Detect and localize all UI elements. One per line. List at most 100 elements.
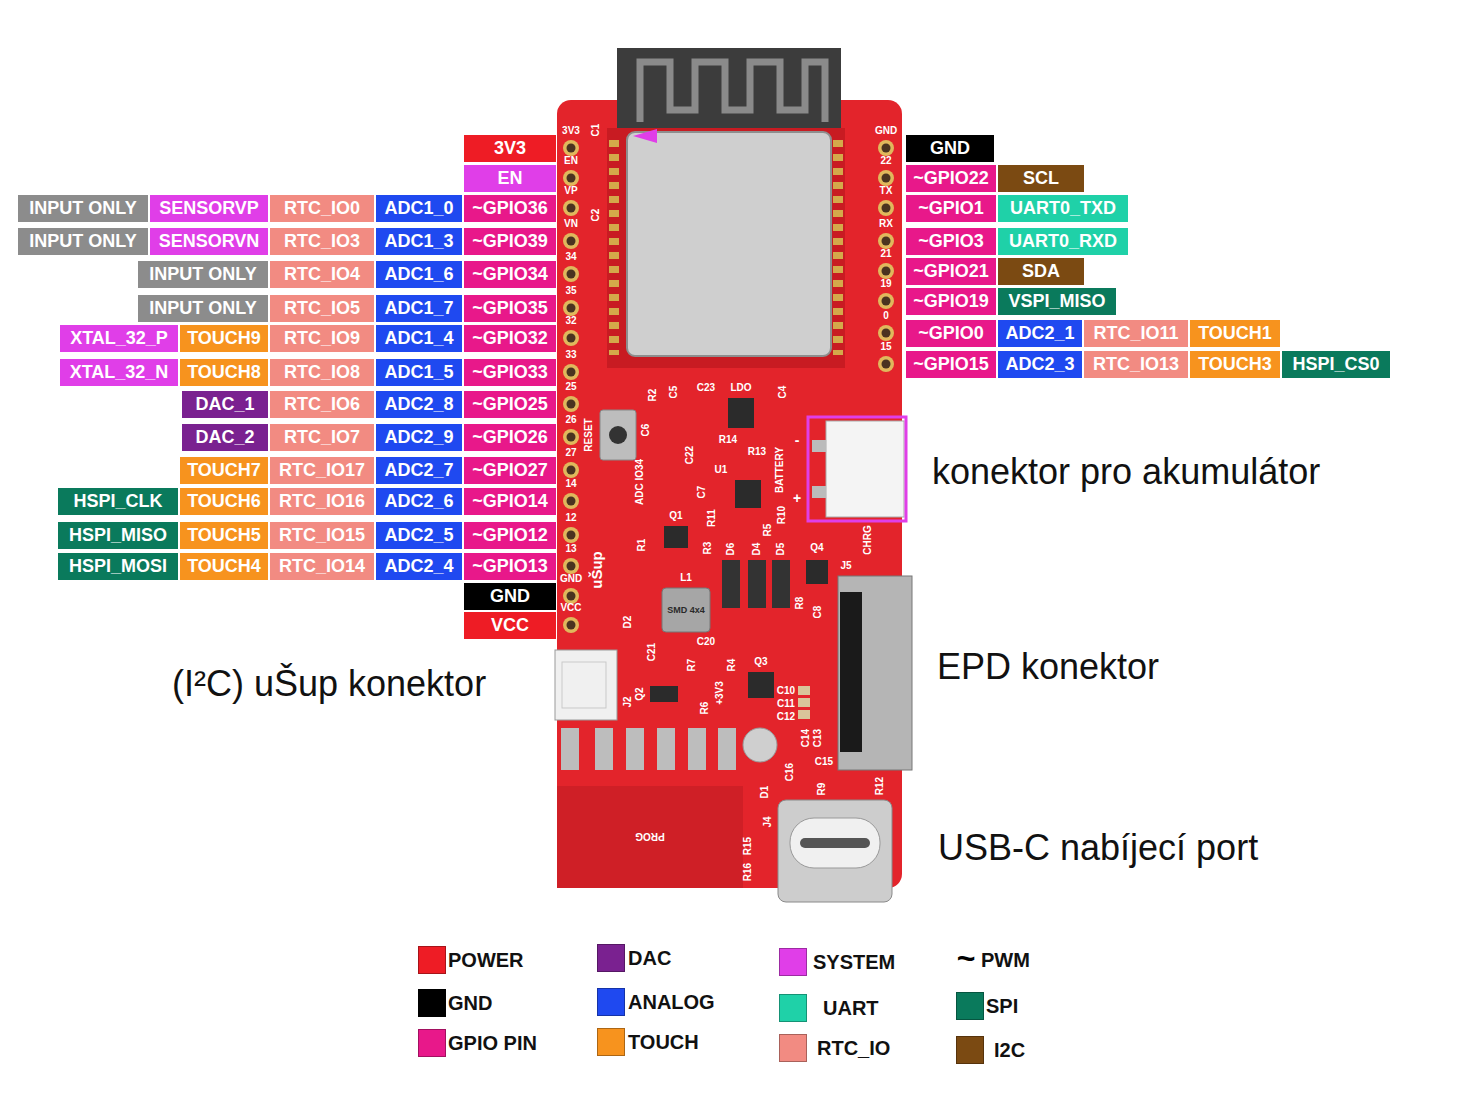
pin-function: VCC — [491, 616, 529, 634]
silkscreen-label: R7 — [687, 659, 697, 672]
pin-function: TOUCH3 — [1198, 355, 1272, 373]
pin-label: VSPI_MISO — [998, 288, 1116, 315]
silkscreen-label: J2 — [623, 696, 633, 707]
silkscreen-label: C7 — [697, 486, 707, 499]
silkscreen-label: C21 — [647, 643, 657, 661]
reset-button — [600, 410, 636, 460]
legend-text: I2C — [994, 1040, 1025, 1060]
pin-function: RTC_IO0 — [284, 199, 360, 217]
pin-label: VCC — [464, 612, 556, 639]
legend-swatch — [779, 948, 807, 976]
legend-entry: SPI — [956, 991, 1018, 1021]
legend-swatch — [597, 1028, 625, 1056]
pin-function: TOUCH1 — [1198, 324, 1272, 342]
diode — [722, 560, 740, 608]
test-pad — [718, 728, 736, 770]
epd-connector-slot — [840, 592, 862, 752]
legend-swatch — [956, 992, 984, 1020]
silkscreen-label: R3 — [703, 542, 713, 555]
pin-label: ~GPIO26 — [464, 424, 556, 451]
pin-label: ADC2_9 — [376, 424, 462, 451]
diode — [772, 560, 790, 608]
pin-function: ~GPIO27 — [472, 461, 548, 479]
pin-label: TOUCH3 — [1190, 351, 1280, 378]
pin-function: ~GPIO15 — [913, 355, 989, 373]
pin-function: SENSORVP — [159, 199, 259, 217]
silkscreen-label: 3V3 — [562, 126, 580, 136]
callout-text: USB-C nabíjecí port — [938, 830, 1258, 866]
legend-swatch — [418, 989, 446, 1017]
pin-label: RTC_IO0 — [270, 195, 374, 222]
pin-label: RTC_IO14 — [270, 553, 374, 580]
battery-connector-pin — [812, 440, 826, 452]
pin-label: RTC_IO8 — [270, 359, 374, 386]
silkscreen-label: R13 — [748, 447, 766, 457]
silkscreen-label: 26 — [565, 415, 576, 425]
legend-swatch — [418, 946, 446, 974]
silkscreen-label: 12 — [565, 513, 576, 523]
legend-entry: SYSTEM — [779, 947, 895, 977]
silkscreen-label: C23 — [697, 383, 715, 393]
pin-label: HSPI_MISO — [58, 522, 178, 549]
capacitor — [798, 686, 810, 695]
pin-function: RTC_IO5 — [284, 299, 360, 317]
silkscreen-label: Q3 — [754, 657, 767, 667]
pin-hole — [878, 170, 894, 186]
pin-label: XTAL_32_N — [60, 359, 178, 386]
component-marking: SMD 4x4 — [667, 606, 705, 615]
pin-function: ~GPIO13 — [472, 557, 548, 575]
silkscreen-label: R9 — [817, 783, 827, 796]
silkscreen-label: C20 — [697, 637, 715, 647]
pin-hole — [563, 462, 579, 478]
pin-label: ~GPIO35 — [464, 295, 556, 322]
pin-function: XTAL_32_P — [70, 329, 168, 347]
silkscreen-label: R5 — [763, 524, 773, 537]
pin-function: ~GPIO21 — [913, 262, 989, 280]
pin-function: ADC1_0 — [384, 199, 453, 217]
i2c-connector-housing — [562, 662, 606, 708]
prog-area — [557, 786, 743, 888]
pin-label: 3V3 — [464, 135, 556, 162]
pin-function: ~GPIO22 — [913, 169, 989, 187]
pin-function: ADC1_5 — [384, 363, 453, 381]
silkscreen-label: R16 — [743, 863, 753, 881]
pin-function: GND — [490, 587, 530, 605]
pin-label: RTC_IO5 — [270, 295, 374, 322]
silkscreen-label: C5 — [669, 386, 679, 399]
pin-label: ~GPIO39 — [464, 228, 556, 255]
pin-label: RTC_IO13 — [1084, 351, 1188, 378]
pin-hole — [563, 266, 579, 282]
pin-label: ~GPIO15 — [906, 351, 996, 378]
legend-entry: POWER — [418, 945, 524, 975]
silkscreen-label: CHRG — [863, 525, 873, 554]
antenna-area — [617, 48, 841, 134]
pin-label: TOUCH5 — [180, 522, 268, 549]
pin-hole — [563, 588, 579, 604]
legend-swatch — [418, 1029, 446, 1057]
legend-entry: TOUCH — [597, 1027, 699, 1057]
pin-label: ADC2_5 — [376, 522, 462, 549]
legend-entry: GND — [418, 988, 492, 1018]
pin-function: INPUT ONLY — [149, 299, 256, 317]
pin-label: INPUT ONLY — [18, 195, 148, 222]
test-pad — [688, 728, 706, 770]
battery-connector-outline — [808, 417, 906, 521]
silkscreen-label: C1 — [591, 124, 601, 137]
pin-function: SDA — [1022, 262, 1060, 280]
inductor — [662, 588, 710, 632]
pin-function: GND — [930, 139, 970, 157]
silkscreen-label: RX — [879, 219, 893, 229]
silkscreen-label: C10 — [777, 686, 795, 696]
test-pad — [657, 728, 675, 770]
silkscreen-label: J4 — [763, 816, 773, 827]
pin-label: ~GPIO36 — [464, 195, 556, 222]
pin-label: RTC_IO11 — [1084, 320, 1188, 347]
pin-label: ~GPIO1 — [906, 195, 996, 222]
silkscreen-label: D6 — [726, 543, 736, 556]
pin-function: RTC_IO3 — [284, 232, 360, 250]
pin-label: HSPI_CS0 — [1282, 351, 1390, 378]
antenna-trace — [640, 62, 825, 122]
silkscreen-label: C14 — [801, 729, 811, 747]
test-pad — [626, 728, 644, 770]
callout-text: EPD konektor — [937, 649, 1159, 685]
